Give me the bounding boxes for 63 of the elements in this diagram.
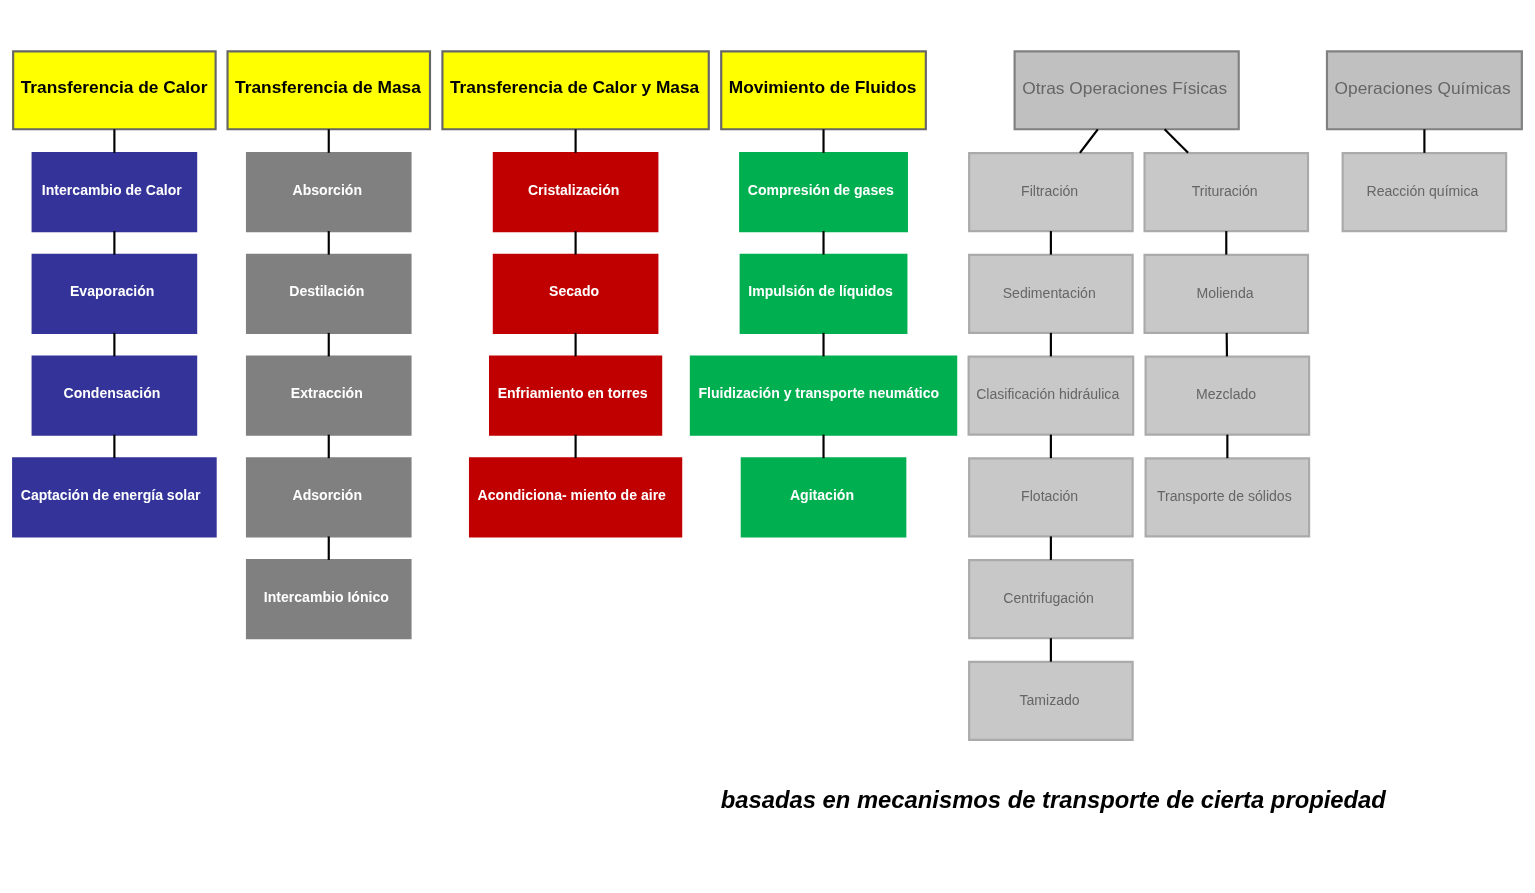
node-box: Enfriamiento en torres bbox=[489, 355, 663, 436]
connector bbox=[574, 231, 577, 255]
node-box: Intercambio de Calor bbox=[31, 152, 198, 233]
node-box: Flotación bbox=[968, 457, 1134, 538]
node-box: Captación de energía solar bbox=[12, 457, 217, 538]
node-box: Reacción química bbox=[1341, 152, 1508, 233]
connector bbox=[1049, 638, 1052, 662]
node-box: Operaciones Químicas bbox=[1325, 50, 1523, 131]
connector bbox=[1225, 332, 1229, 357]
node-box: Secado bbox=[492, 253, 659, 334]
node-box: Transferencia de Calor bbox=[12, 50, 217, 131]
connector bbox=[822, 434, 825, 459]
connector bbox=[113, 434, 116, 459]
connector bbox=[327, 434, 330, 459]
connector bbox=[574, 434, 577, 459]
node-box: Impulsión de líquidos bbox=[739, 253, 908, 334]
label: basadas en mecanismos de transporte de cierta propiedad bbox=[720, 785, 1386, 813]
node-box: Filtración bbox=[968, 152, 1134, 233]
connector bbox=[1225, 231, 1228, 255]
node-box: Extracción bbox=[245, 355, 412, 436]
connector bbox=[822, 231, 825, 255]
connector bbox=[1226, 434, 1229, 459]
connector bbox=[327, 129, 330, 153]
connector bbox=[113, 332, 116, 357]
connector bbox=[1049, 332, 1052, 357]
node-box: Transferencia de Calor y Masa bbox=[441, 50, 710, 131]
connector bbox=[113, 231, 116, 255]
node-box: Evaporación bbox=[31, 253, 198, 334]
node-box: Destilación bbox=[245, 253, 412, 334]
node-box: Movimiento de Fluidos bbox=[720, 50, 927, 131]
node-box: Sedimentación bbox=[968, 253, 1134, 334]
connector bbox=[574, 129, 577, 153]
connector bbox=[327, 231, 330, 255]
node-box: Trituración bbox=[1143, 152, 1310, 233]
node-box: Tamizado bbox=[968, 660, 1134, 741]
node-box: Absorción bbox=[245, 152, 412, 233]
connector bbox=[822, 332, 825, 357]
node-box: Compresión de gases bbox=[739, 152, 908, 233]
node-box: Adsorción bbox=[245, 457, 412, 538]
node-box: Transferencia de Masa bbox=[226, 50, 432, 131]
node-box: Clasificación hidráulica bbox=[967, 355, 1135, 436]
node-box: Centrifugación bbox=[968, 559, 1134, 640]
node-box: Acondiciona- miento de aire bbox=[468, 457, 683, 538]
connector bbox=[574, 332, 577, 357]
connector bbox=[1079, 128, 1099, 154]
connector bbox=[113, 129, 116, 153]
node-box: Agitación bbox=[740, 457, 907, 538]
connector bbox=[1049, 434, 1052, 459]
node-box: Intercambio Iónico bbox=[245, 559, 412, 640]
node-box: Otras Operaciones Físicas bbox=[1013, 50, 1240, 131]
connector bbox=[1423, 129, 1426, 153]
node-box: Fluidización y transporte neumático bbox=[689, 355, 958, 436]
connector bbox=[1049, 536, 1052, 560]
connector bbox=[327, 536, 330, 560]
node-box: Transporte de sólidos bbox=[1144, 457, 1311, 538]
connector bbox=[1163, 128, 1189, 154]
connector bbox=[327, 332, 330, 357]
node-box: Condensación bbox=[31, 355, 198, 436]
node-box: Molienda bbox=[1143, 253, 1310, 334]
node-box: Mezclado bbox=[1144, 355, 1311, 436]
connector bbox=[822, 129, 825, 153]
node-box: Cristalización bbox=[492, 152, 659, 233]
connector bbox=[1049, 231, 1052, 255]
